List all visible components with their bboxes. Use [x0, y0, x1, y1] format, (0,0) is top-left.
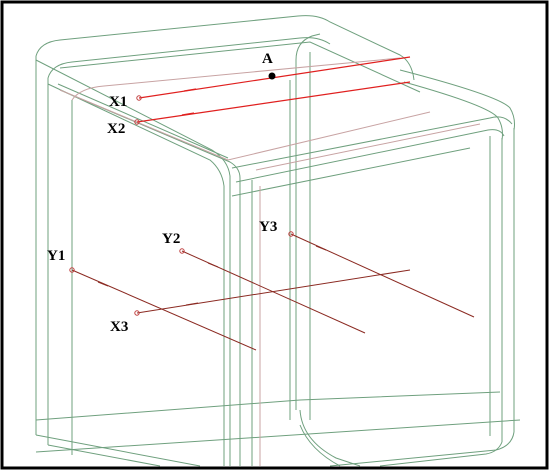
- marker-x1: [136, 95, 142, 101]
- probe-lines: [71, 56, 475, 351]
- marker-y1: [69, 267, 75, 273]
- top-rim-front-outer: [35, 15, 415, 81]
- wireframe-inner: [59, 57, 481, 466]
- marker-x3: [134, 310, 140, 316]
- arrow-x3: [185, 302, 199, 306]
- label-y2: Y2: [162, 231, 180, 247]
- label-y3: Y3: [259, 219, 277, 235]
- arrow-y1: [97, 281, 109, 287]
- top-rim-front-inner: [47, 37, 331, 79]
- top-face-right-edge: [231, 116, 513, 169]
- bottom-edge-5: [299, 424, 341, 467]
- marker-x2: [134, 119, 140, 125]
- front-top-edge-3: [59, 89, 241, 466]
- top-right-corner: [399, 69, 515, 131]
- label-x1: X1: [109, 94, 127, 110]
- endpoint-markers: [69, 95, 294, 316]
- back-vertical-1: [295, 33, 321, 61]
- label-a: A: [262, 51, 273, 67]
- line-x3: [136, 269, 411, 314]
- front-top-edge-1: [35, 59, 231, 466]
- inner-top-line-2: [59, 89, 431, 161]
- label-x2: X2: [107, 121, 125, 137]
- label-y1: Y1: [47, 248, 65, 264]
- arrow-y2: [207, 262, 219, 268]
- point-a-dot: [268, 72, 276, 80]
- top-face-right-edge-3: [231, 147, 471, 197]
- arrow-y3: [315, 245, 327, 251]
- front-top-edge-2: [47, 83, 225, 466]
- bottom-line-long: [35, 419, 521, 453]
- arrow-x1: [183, 88, 197, 92]
- wireframe-box: [35, 15, 521, 467]
- bottom-edge-2: [47, 444, 161, 467]
- marker-y2: [179, 248, 185, 254]
- line-y1: [71, 269, 257, 351]
- inner-top-line: [71, 57, 401, 101]
- line-x2: [136, 81, 411, 123]
- bottom-edge-4: [299, 409, 361, 467]
- marker-y3: [288, 231, 294, 237]
- label-x3: X3: [110, 319, 128, 335]
- inner-right-line: [255, 123, 481, 171]
- top-face-line-1: [59, 41, 421, 93]
- bottom-edge-3: [35, 391, 501, 421]
- top-face-right-edge-2: [235, 129, 505, 183]
- arrow-x2: [181, 112, 195, 116]
- bottom-right-corner-2: [379, 441, 503, 467]
- bottom-edge-1: [35, 434, 201, 467]
